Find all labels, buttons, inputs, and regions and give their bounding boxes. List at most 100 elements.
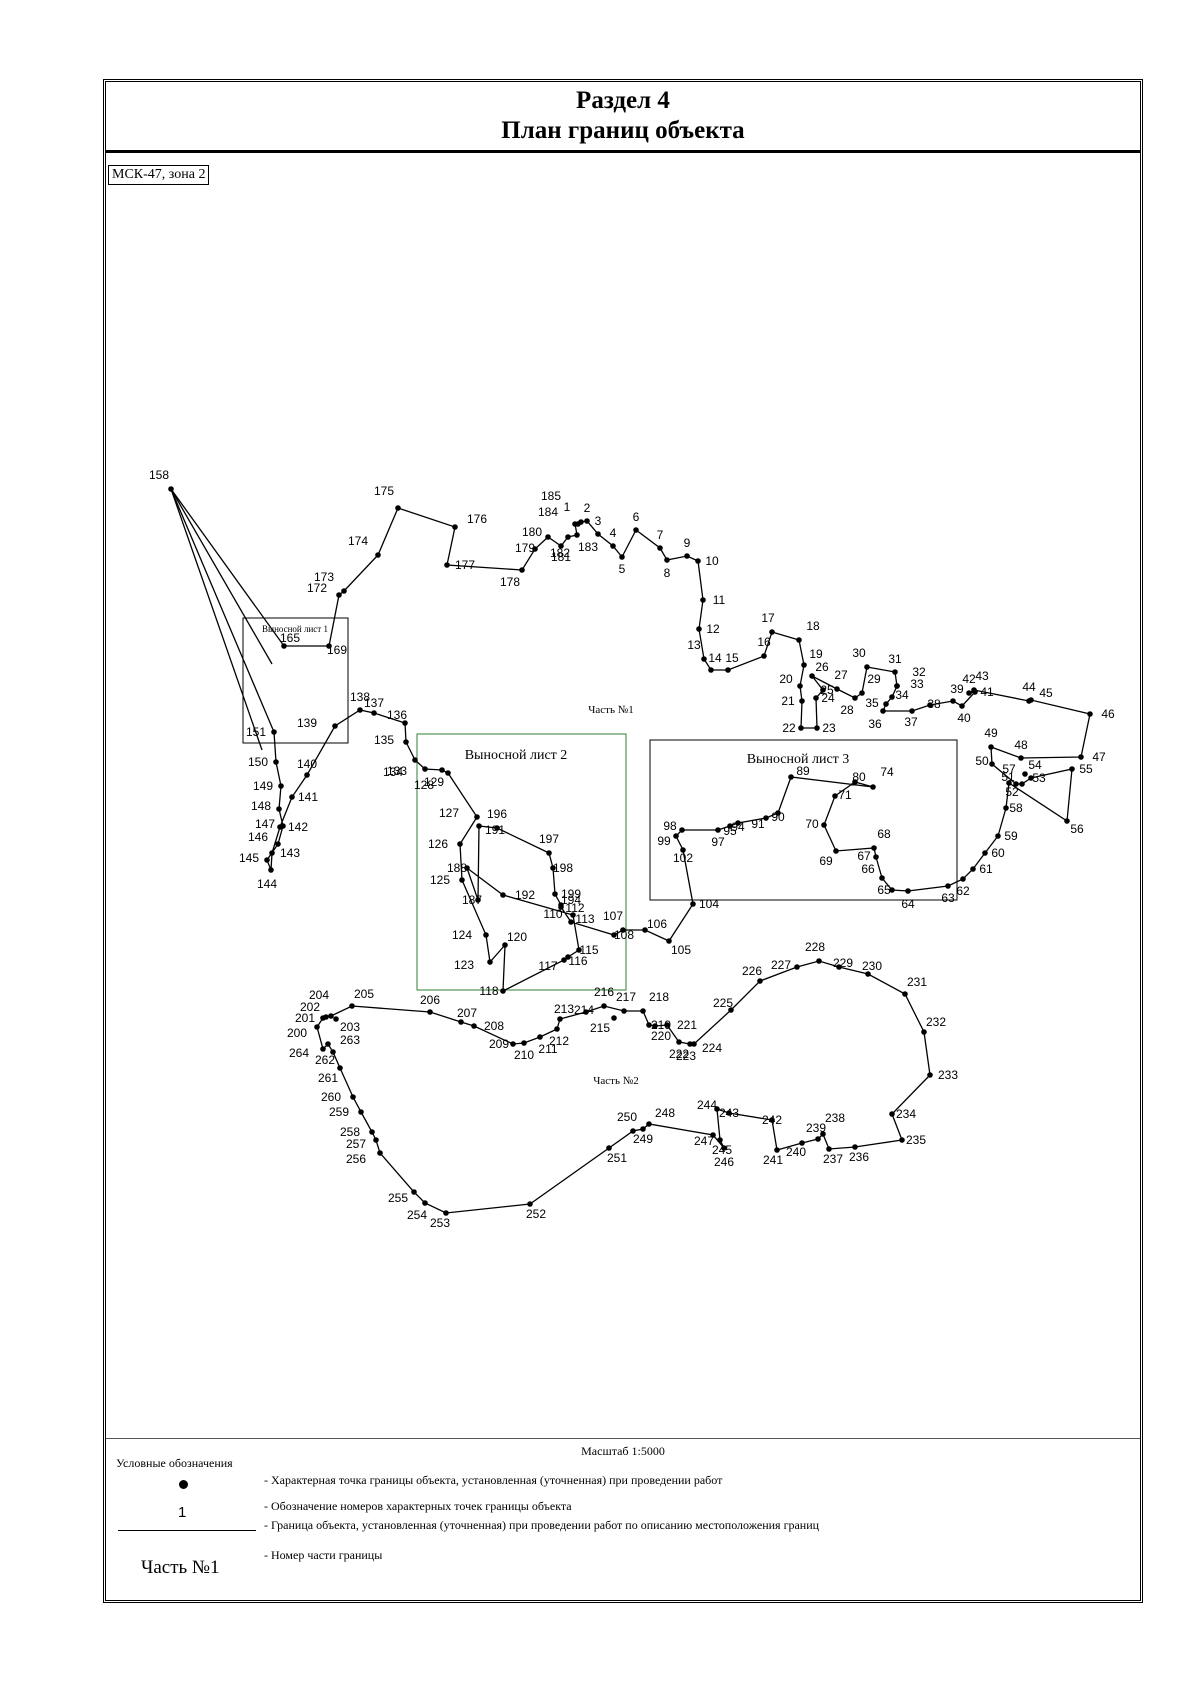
boundary-point [664,557,670,563]
point-number-label: 3 [595,514,602,528]
boundary-point [676,1039,682,1045]
boundary-point [701,656,707,662]
point-number-label: 183 [578,540,598,554]
boundary-point [794,964,800,970]
boundary-point [611,932,617,938]
point-number-label: 203 [340,1020,360,1034]
boundary-point [476,823,482,829]
point-number-label: 126 [428,837,448,851]
point-number-label: 108 [614,928,634,942]
boundary-point [902,991,908,997]
point-number-label: 63 [941,891,955,905]
boundary-point [799,1140,805,1146]
boundary-point [710,1132,716,1138]
point-number-label: 210 [514,1048,534,1062]
boundary-point [621,1008,627,1014]
point-number-symbol: 1 [178,1504,187,1521]
point-number-label: 187 [462,893,482,907]
boundary-point [610,543,616,549]
point-number-label: 18 [806,619,820,633]
point-number-label: 253 [430,1216,450,1230]
boundary-point [570,912,576,918]
boundary-point [1018,755,1024,761]
point-number-label: 258 [340,1125,360,1139]
point-number-label: 209 [489,1037,509,1051]
boundary-point [834,686,840,692]
point-number-label: 254 [407,1208,427,1222]
point-number-label: 91 [751,817,765,831]
boundary-point [320,1046,326,1052]
point-number-label: 14 [708,651,722,665]
boundary-point [620,927,626,933]
boundary-point [832,793,838,799]
point-number-label: 185 [541,489,561,503]
boundary-point [633,527,639,533]
boundary-line-symbol [118,1530,256,1531]
boundary-point [519,567,525,573]
point-number-label: 180 [522,525,542,539]
boundary-point [411,1189,417,1195]
legend-separator [106,1438,1140,1439]
point-number-label: 70 [805,817,819,831]
boundary-point [537,1034,543,1040]
boundary-point [369,1129,375,1135]
boundary-point [988,744,994,750]
point-number-label: 142 [288,820,308,834]
boundary-point [402,720,408,726]
boundary-point [774,1147,780,1153]
point-number-label: 31 [888,652,902,666]
section-title: Раздел 4 [576,87,670,114]
point-number-label: 24 [821,691,835,705]
boundary-point [679,827,685,833]
boundary-point [1028,775,1034,781]
point-number-label: 206 [420,993,440,1007]
boundary-point [289,794,295,800]
point-number-label: 239 [806,1121,826,1135]
boundary-point [889,694,895,700]
point-number-label: 50 [975,754,989,768]
boundary-point [269,850,275,856]
boundary-point [695,558,701,564]
point-number-label: 184 [538,505,558,519]
point-number-label: 136 [387,708,407,722]
point-number-label: 257 [346,1137,366,1151]
boundary-point [458,1019,464,1025]
boundary-point [328,1013,334,1019]
point-number-label: 181 [551,550,571,564]
point-number-label: 221 [677,1018,697,1032]
point-number-label: 57 [1002,762,1016,776]
boundary-point [275,841,281,847]
boundary-point [820,1131,826,1137]
boundary-point [494,825,500,831]
boundary-point [775,810,781,816]
boundary-point [714,1106,720,1112]
point-number-label: 236 [849,1150,869,1164]
point-number-label: 216 [594,985,614,999]
point-number-label: 110 [543,907,562,921]
inset-label: Выносной лист 2 [465,748,568,763]
boundary-point [314,1024,320,1030]
boundary-point [921,1029,927,1035]
boundary-point [725,667,731,673]
point-number-label: 141 [298,790,318,804]
legend: Условные обозначения 1 Часть №1 - Характ… [106,1442,1140,1602]
boundary-point [880,708,886,714]
boundary-point [796,637,802,643]
point-number-label: 58 [1009,801,1023,815]
boundary-point [852,779,858,785]
point-number-label: 174 [348,534,368,548]
part-symbol: Часть №1 [141,1557,220,1578]
inset-frame [416,733,627,991]
legend-item: - Обозначение номеров характерных точек … [264,1499,572,1513]
point-number-label: 62 [956,884,970,898]
boundary-point [673,833,679,839]
boundary-point [883,701,889,707]
boundary-point [483,932,489,938]
point-number-label: 208 [484,1019,504,1033]
boundary-point [836,964,842,970]
point-number-label: 245 [712,1143,732,1157]
boundary-point [576,947,582,953]
boundary-point [558,543,564,549]
boundary-point [894,683,900,689]
point-number-label: 71 [838,788,852,802]
